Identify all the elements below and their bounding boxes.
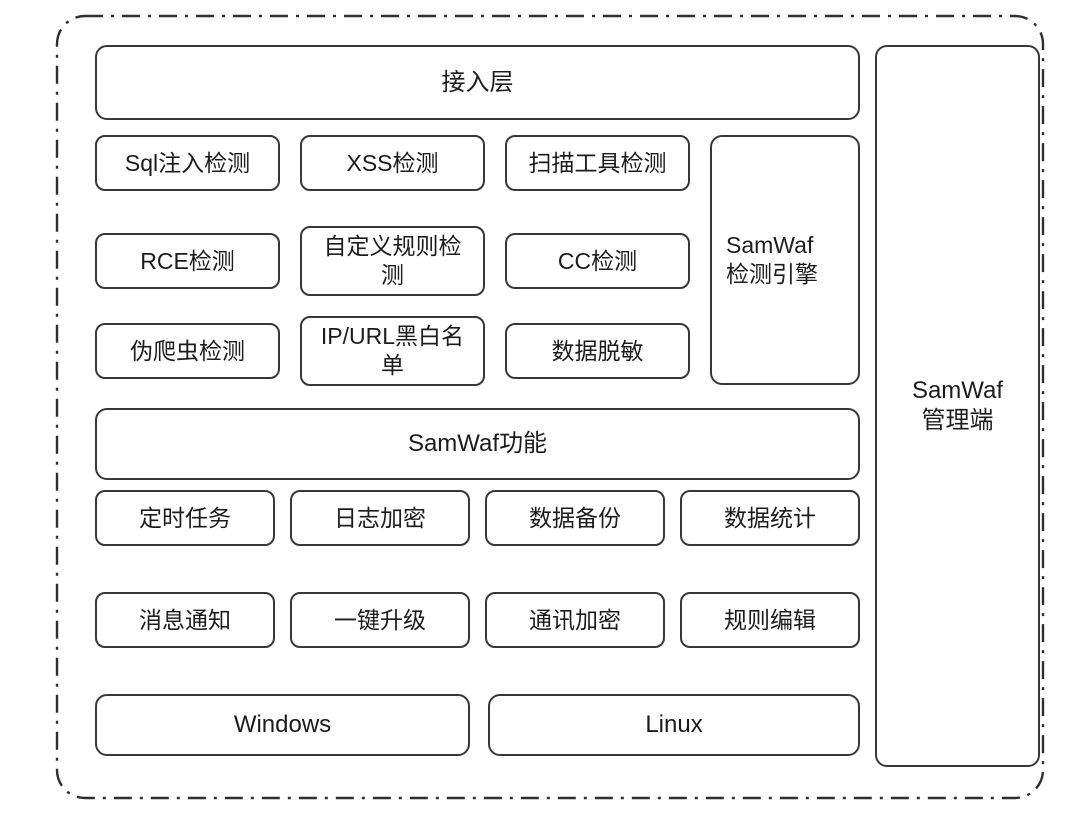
function-row-2: 消息通知 一键升级 通讯加密 规则编辑 — [95, 592, 860, 648]
communication-encryption-box: 通讯加密 — [485, 592, 665, 648]
sql-injection-detection-box: Sql注入检测 — [95, 135, 280, 191]
management-label: SamWaf 管理端 — [911, 377, 1004, 434]
data-backup-label: 数据备份 — [529, 504, 621, 531]
detection-engine-box: SamWaf 检测引擎 — [710, 135, 860, 385]
one-click-upgrade-box: 一键升级 — [290, 592, 470, 648]
data-statistics-box: 数据统计 — [680, 490, 860, 546]
linux-platform-box: Linux — [488, 694, 860, 756]
access-layer-label: 接入层 — [441, 68, 514, 96]
fake-crawler-detection-label: 伪爬虫检测 — [130, 337, 245, 364]
custom-rule-detection-box: 自定义规则检测 — [300, 226, 485, 296]
windows-platform-label: Windows — [233, 711, 332, 738]
sql-injection-detection-label: Sql注入检测 — [124, 149, 251, 176]
architecture-diagram: 接入层 Sql注入检测 XSS检测 扫描工具检测 RCE检测 自定义规则检测 C… — [55, 14, 1045, 800]
rce-detection-label: RCE检测 — [140, 247, 235, 274]
log-encryption-box: 日志加密 — [290, 490, 470, 546]
linux-platform-label: Linux — [645, 711, 703, 738]
detection-row-1: Sql注入检测 XSS检测 扫描工具检测 — [95, 135, 690, 191]
rule-editor-box: 规则编辑 — [680, 592, 860, 648]
rule-editor-label: 规则编辑 — [724, 606, 816, 633]
outer-dashed-border — [55, 14, 1045, 800]
ip-url-blacklist-box: IP/URL黑白名单 — [300, 316, 485, 386]
detection-row-2: RCE检测 自定义规则检测 CC检测 — [95, 222, 690, 300]
access-layer-box: 接入层 — [95, 45, 860, 120]
xss-detection-label: XSS检测 — [346, 149, 439, 176]
one-click-upgrade-label: 一键升级 — [334, 606, 426, 633]
scan-tool-detection-label: 扫描工具检测 — [528, 149, 667, 176]
scan-tool-detection-box: 扫描工具检测 — [505, 135, 690, 191]
data-masking-label: 数据脱敏 — [551, 337, 644, 364]
detection-row-3: 伪爬虫检测 IP/URL黑白名单 数据脱敏 — [95, 312, 690, 390]
cc-detection-label: CC检测 — [557, 247, 638, 274]
data-statistics-label: 数据统计 — [724, 504, 816, 531]
xss-detection-box: XSS检测 — [300, 135, 485, 191]
rce-detection-box: RCE检测 — [95, 233, 280, 289]
ip-url-blacklist-label: IP/URL黑白名单 — [320, 323, 465, 378]
message-notification-label: 消息通知 — [139, 606, 231, 633]
samwaf-functions-box: SamWaf功能 — [95, 408, 860, 480]
custom-rule-detection-label: 自定义规则检测 — [323, 233, 462, 288]
scheduled-tasks-box: 定时任务 — [95, 490, 275, 546]
communication-encryption-label: 通讯加密 — [529, 606, 621, 633]
log-encryption-label: 日志加密 — [334, 504, 426, 531]
message-notification-box: 消息通知 — [95, 592, 275, 648]
detection-engine-label: SamWaf 检测引擎 — [726, 232, 818, 287]
data-backup-box: 数据备份 — [485, 490, 665, 546]
management-box: SamWaf 管理端 — [875, 45, 1040, 767]
scheduled-tasks-label: 定时任务 — [139, 504, 231, 531]
platform-row: Windows Linux — [95, 694, 860, 756]
samwaf-functions-label: SamWaf功能 — [407, 430, 548, 457]
data-masking-box: 数据脱敏 — [505, 323, 690, 379]
cc-detection-box: CC检测 — [505, 233, 690, 289]
windows-platform-box: Windows — [95, 694, 470, 756]
function-row-1: 定时任务 日志加密 数据备份 数据统计 — [95, 490, 860, 546]
fake-crawler-detection-box: 伪爬虫检测 — [95, 323, 280, 379]
